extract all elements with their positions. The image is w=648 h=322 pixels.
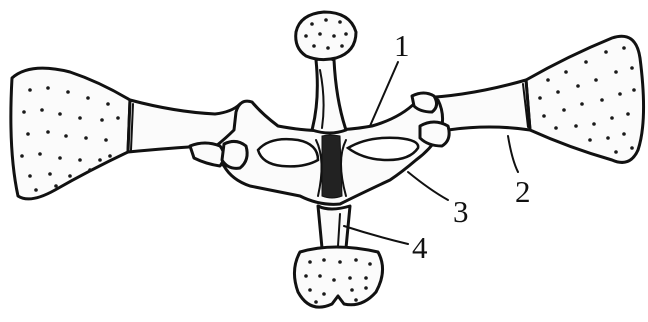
stipple-dot — [28, 88, 32, 92]
stipple-dot — [46, 86, 50, 90]
stipple-dot — [34, 188, 38, 192]
stipple-dot — [364, 276, 368, 280]
lower-stalk — [318, 206, 350, 250]
stipple-dot — [40, 108, 44, 112]
stipple-dot — [610, 116, 614, 120]
stipple-dot — [46, 130, 50, 134]
stipple-dot — [556, 90, 560, 94]
stipple-dot — [332, 278, 336, 282]
stipple-dot — [350, 288, 354, 292]
left-process — [190, 143, 224, 166]
stipple-dot — [324, 18, 328, 22]
stipple-dot — [66, 90, 70, 94]
stipple-dot — [546, 78, 550, 82]
stipple-dot — [614, 150, 618, 154]
stipple-dot — [104, 138, 108, 142]
label-2: 2 — [515, 174, 531, 209]
stipple-dot — [314, 300, 318, 304]
stipple-dot — [354, 298, 358, 302]
stipple-dot — [84, 136, 88, 140]
label-1: 1 — [394, 28, 410, 63]
stipple-dot — [562, 108, 566, 112]
stipple-dot — [600, 98, 604, 102]
stipple-dot — [564, 70, 568, 74]
stipple-dot — [28, 174, 32, 178]
stipple-dot — [58, 156, 62, 160]
left-foramen — [258, 139, 318, 166]
stipple-dot — [48, 172, 52, 176]
stipple-dot — [630, 66, 634, 70]
stipple-dot — [116, 116, 120, 120]
stipple-dot — [614, 70, 618, 74]
stipple-dot — [106, 102, 110, 106]
stipple-dot — [100, 118, 104, 122]
stipple-dot — [344, 32, 348, 36]
leader-line-2 — [508, 136, 518, 172]
stipple-dot — [88, 168, 92, 172]
leader-line-4 — [344, 226, 408, 244]
right-lateral-knob — [420, 122, 449, 146]
stipple-dot — [348, 276, 352, 280]
stipple-dot — [338, 20, 342, 24]
left-articular-knob — [222, 141, 247, 168]
stipple-dot — [318, 274, 322, 278]
right-epiphysis — [526, 36, 644, 162]
stipple-dot — [630, 146, 634, 150]
stipple-dot — [332, 34, 336, 38]
stipple-dot — [68, 174, 72, 178]
stipple-dot — [78, 116, 82, 120]
stipple-dot — [538, 96, 542, 100]
stipple-dot — [108, 154, 112, 158]
stipple-dot — [308, 288, 312, 292]
stipple-dot — [312, 44, 316, 48]
stipple-dot — [98, 158, 102, 162]
stipple-dot — [622, 46, 626, 50]
stipple-dot — [54, 184, 58, 188]
stipple-dot — [326, 46, 330, 50]
stipple-dot — [322, 292, 326, 296]
stipple-dot — [594, 78, 598, 82]
stipple-dot — [22, 110, 26, 114]
lower-end — [294, 247, 382, 307]
label-3: 3 — [453, 194, 469, 229]
stipple-dot — [364, 286, 368, 290]
stipple-dot — [604, 50, 608, 54]
stipple-dot — [58, 112, 62, 116]
upper-stalk — [312, 58, 346, 133]
stipple-dot — [38, 152, 42, 156]
stipple-dot — [622, 132, 626, 136]
stipple-dot — [606, 136, 610, 140]
stipple-dot — [20, 154, 24, 158]
stipple-dot — [592, 122, 596, 126]
stipple-dot — [576, 84, 580, 88]
stipple-dot — [26, 132, 30, 136]
stipple-dot — [580, 102, 584, 106]
stipple-dot — [318, 32, 322, 36]
stipple-dot — [78, 158, 82, 162]
stipple-dot — [86, 96, 90, 100]
stipple-dot — [310, 22, 314, 26]
label-4: 4 — [412, 230, 428, 265]
stipple-dot — [304, 34, 308, 38]
stipple-dot — [618, 92, 622, 96]
stipple-dot — [340, 44, 344, 48]
central-band — [322, 135, 342, 198]
stipple-dot — [322, 258, 326, 262]
stipple-dot — [574, 124, 578, 128]
stipple-dot — [588, 138, 592, 142]
stipple-dot — [338, 260, 342, 264]
stipple-dot — [308, 260, 312, 264]
stipple-dot — [626, 112, 630, 116]
right-articular-knob — [412, 93, 437, 112]
stipple-dot — [554, 126, 558, 130]
stipple-dot — [632, 88, 636, 92]
stipple-dot — [542, 114, 546, 118]
stipple-dot — [368, 262, 372, 266]
stipple-dot — [584, 60, 588, 64]
stipple-dot — [354, 258, 358, 262]
stipple-dot — [304, 274, 308, 278]
leader-line-3 — [408, 172, 448, 200]
stipple-dot — [64, 134, 68, 138]
